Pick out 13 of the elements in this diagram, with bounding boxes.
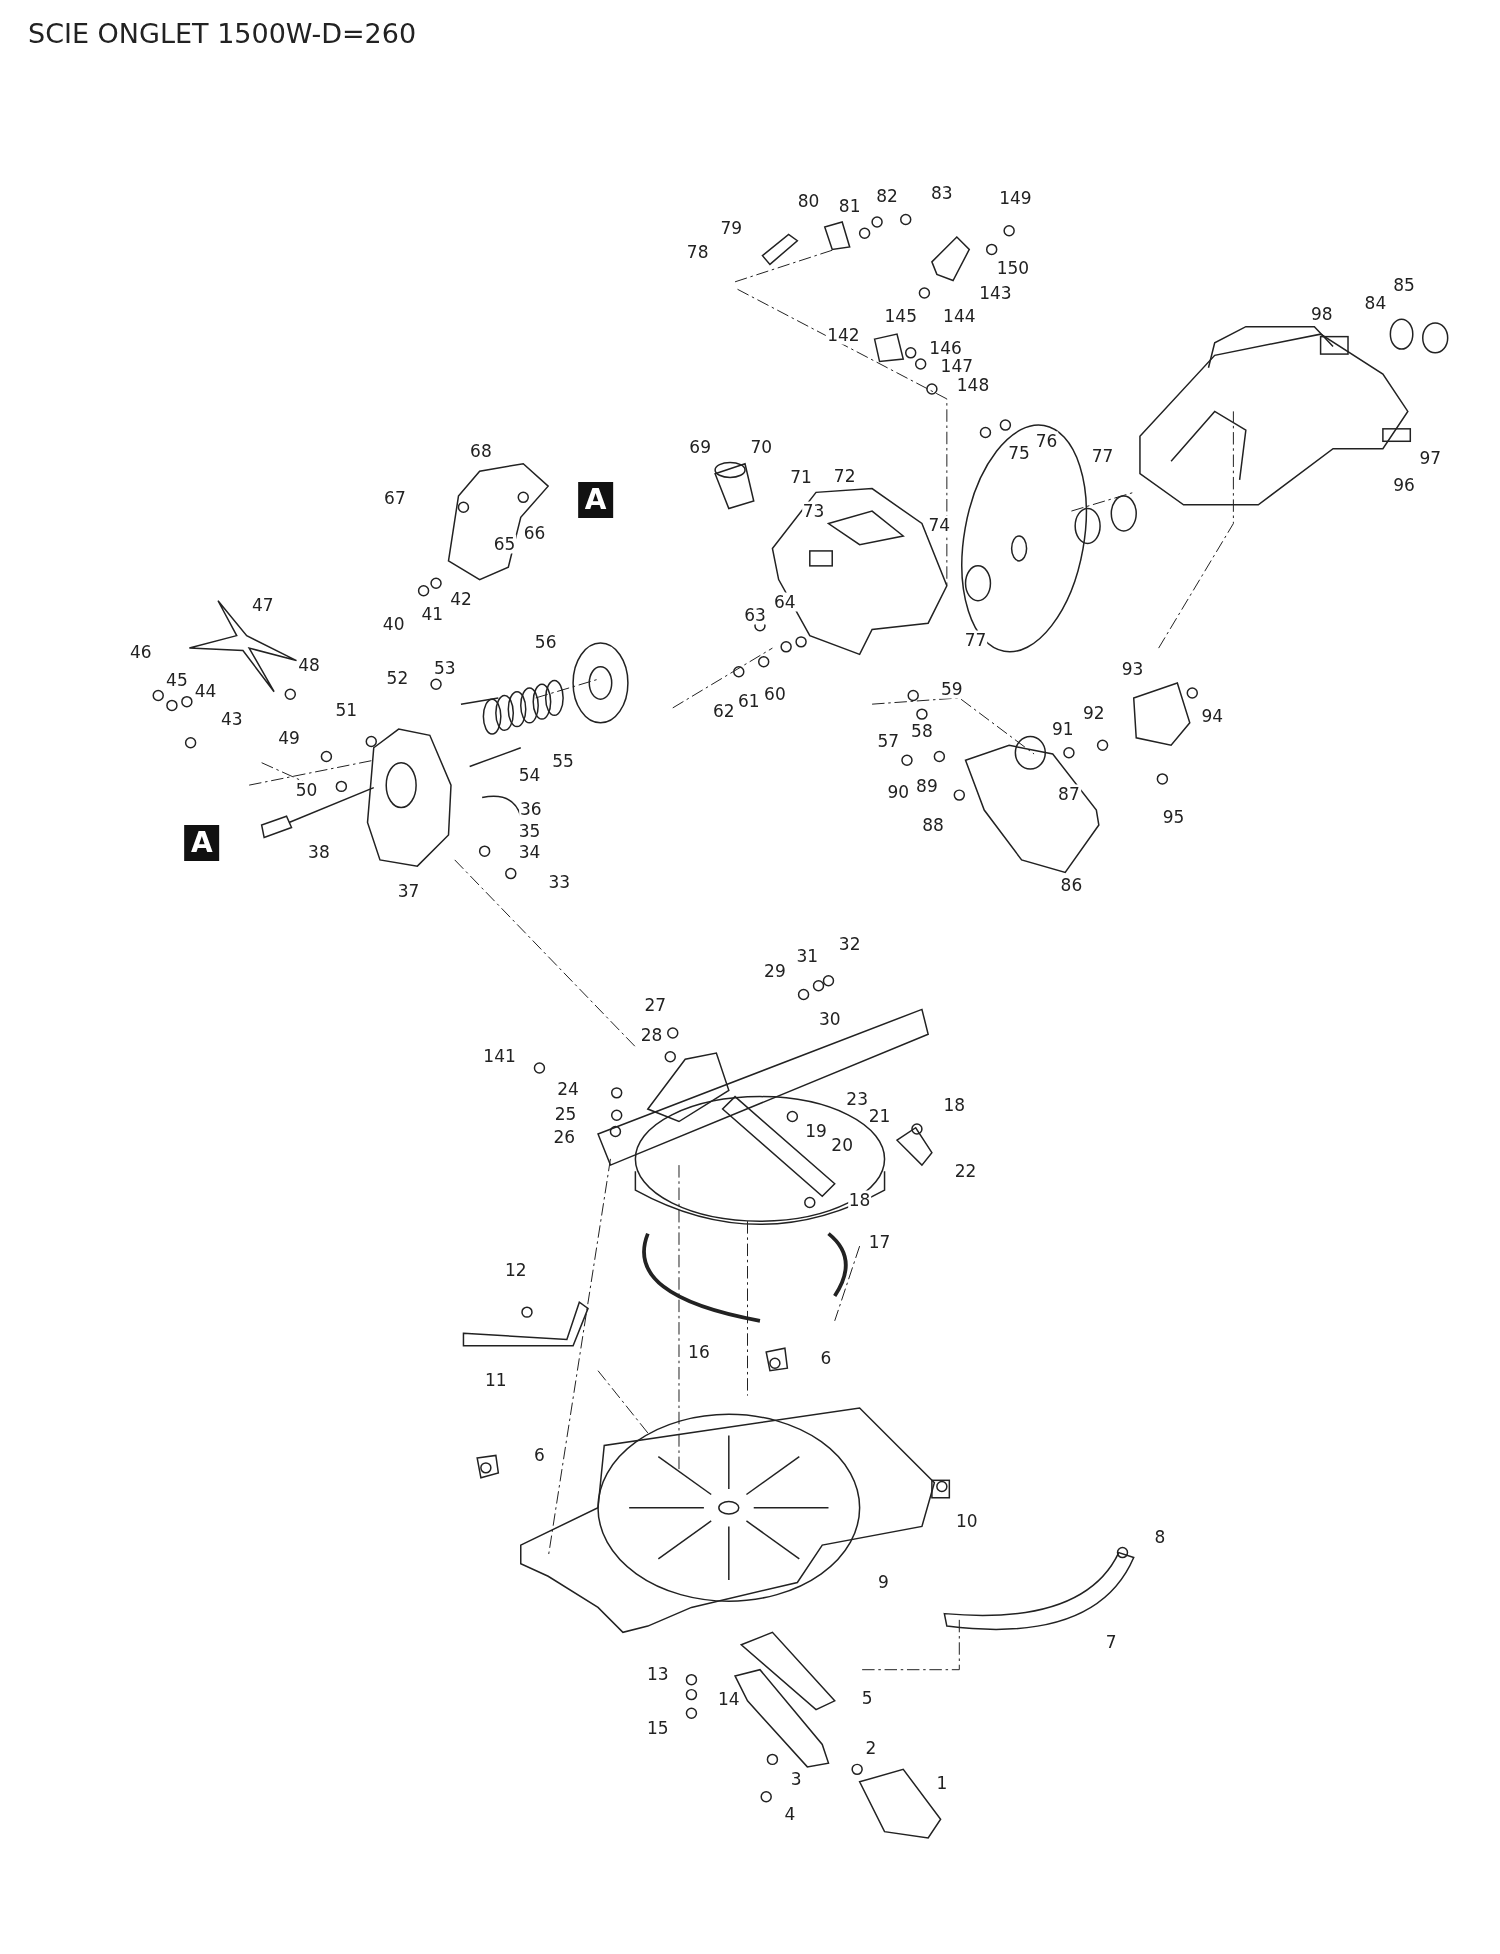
callout-number: 74	[927, 515, 952, 534]
callout-number: 12	[503, 1260, 528, 1279]
callout-number: 36	[518, 799, 543, 819]
view-marker: A	[184, 825, 220, 862]
view-marker: A	[577, 481, 614, 518]
callout-number: 64	[773, 592, 797, 612]
callout-number: 59	[940, 679, 964, 699]
diagram-title: SCIE ONGLET 1500W-D=260	[28, 18, 417, 49]
callout-number: 63	[743, 605, 767, 625]
callout-number: 18	[847, 1190, 872, 1210]
callout-number: 142	[826, 325, 861, 345]
callout-number: 29	[763, 961, 787, 980]
callout-number: 65	[492, 534, 517, 554]
